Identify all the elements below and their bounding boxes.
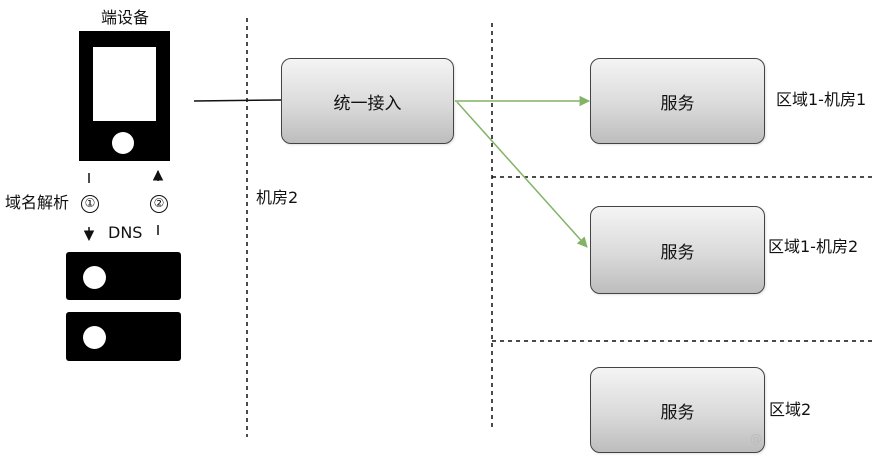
server-icon xyxy=(66,252,181,300)
service-box-region1-room2: 服务 xyxy=(590,206,765,294)
device-label: 端设备 xyxy=(101,8,150,27)
service-box-region1-room1: 服务 xyxy=(590,58,765,144)
dns-label: DNS xyxy=(108,223,143,242)
region1-room2-label: 区域1-机房2 xyxy=(768,237,859,256)
step-two-marker: ② xyxy=(150,195,168,213)
server-led-icon xyxy=(83,266,106,289)
region1-room1-label: 区域1-机房1 xyxy=(776,90,867,109)
device-screen xyxy=(93,47,156,121)
mobile-device-icon xyxy=(79,31,170,161)
device-home-button xyxy=(112,132,134,154)
access-to-service2-arrow xyxy=(456,101,588,248)
device-to-access-line xyxy=(193,99,282,102)
server-icon xyxy=(66,312,181,361)
dns-resolution-label: 域名解析 xyxy=(5,193,70,212)
step-one-marker: ① xyxy=(81,195,99,213)
at-icon: @ xyxy=(750,432,762,446)
service-box-region2: 服务 xyxy=(590,367,765,453)
unified-access-box: 统一接入 xyxy=(281,58,454,144)
room2-label: 机房2 xyxy=(256,188,299,207)
region2-label: 区域2 xyxy=(769,400,812,419)
server-led-icon xyxy=(83,326,106,349)
